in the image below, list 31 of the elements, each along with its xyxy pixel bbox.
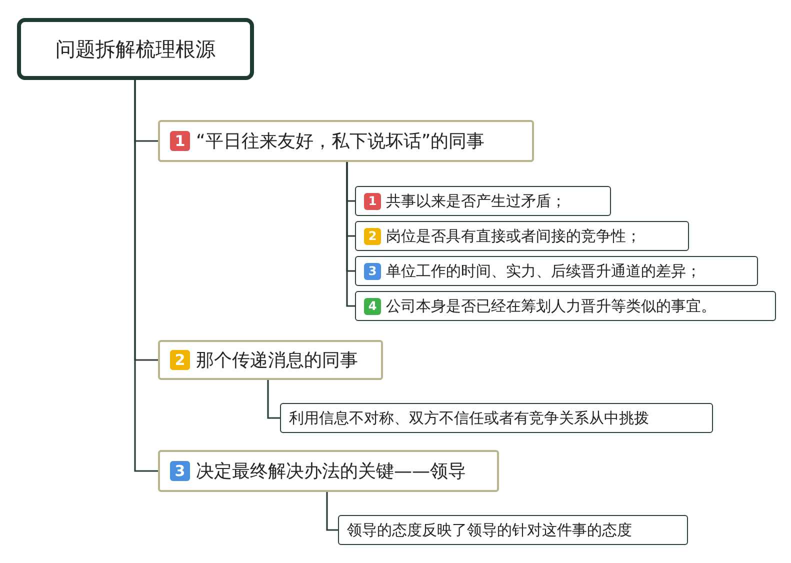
subtopic-box xyxy=(355,186,611,216)
topic-text: 那个传递消息的同事 xyxy=(196,349,358,372)
topic-text: 岗位是否具有直接或者间接的竞争性； xyxy=(386,226,641,246)
connector-line xyxy=(346,162,355,307)
root-topic-box xyxy=(17,18,254,80)
connector-line xyxy=(267,380,280,419)
topic-text: 问题拆解梳理根源 xyxy=(56,36,216,62)
subtopic-box xyxy=(280,403,713,433)
number-badge: 1 xyxy=(364,192,381,210)
main-topic-box xyxy=(158,120,534,162)
number-badge: 2 xyxy=(364,228,381,244)
connector-line xyxy=(134,80,158,472)
number-badge: 3 xyxy=(170,461,190,481)
number-badge: 2 xyxy=(170,350,190,370)
topic-text: 利用信息不对称、双方不信任或者有竞争关系从中挑拨 xyxy=(289,408,649,428)
main-topic-box xyxy=(158,340,383,380)
connector-line xyxy=(326,492,338,531)
topic-text: 决定最终解决办法的关键——领导 xyxy=(196,460,466,483)
subtopic-box xyxy=(338,515,688,545)
topic-text: 公司本身是否已经在筹划人力晋升等类似的事宜。 xyxy=(386,296,716,316)
subtopic-box xyxy=(355,221,689,251)
number-badge: 3 xyxy=(364,262,381,280)
subtopic-box xyxy=(355,291,776,321)
topic-text: 领导的态度反映了领导的针对这件事的态度 xyxy=(347,520,632,540)
topic-text: “平日往来友好，私下说坏话”的同事 xyxy=(196,130,485,153)
topic-text: 单位工作的时间、实力、后续晋升通道的差异； xyxy=(386,262,701,280)
main-topic-box xyxy=(158,450,499,492)
topic-text: 共事以来是否产生过矛盾； xyxy=(386,192,566,210)
subtopic-box xyxy=(355,256,758,286)
number-badge: 1 xyxy=(170,131,190,151)
number-badge: 4 xyxy=(364,298,381,314)
